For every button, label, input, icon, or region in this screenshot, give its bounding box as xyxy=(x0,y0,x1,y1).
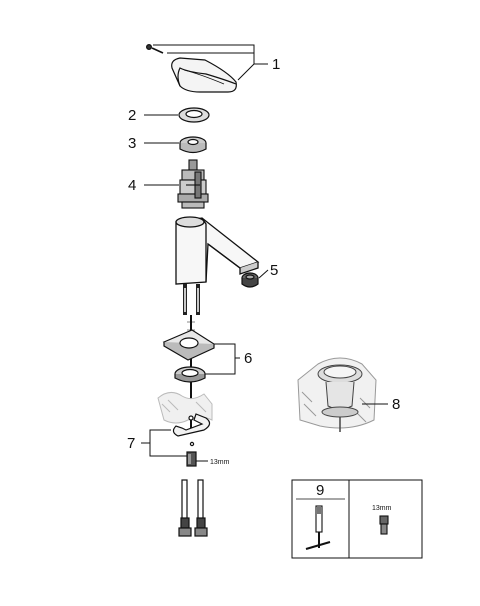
tools-inset-box: 9 13mm xyxy=(291,479,423,559)
callout-6-leader xyxy=(205,343,240,375)
wrench-size-label: 13mm xyxy=(210,459,230,466)
socket-13mm-tool xyxy=(379,515,389,535)
part-8-pop-up-waste xyxy=(297,357,377,432)
callout-2-label: 2 xyxy=(128,107,136,124)
part-6-base-gasket xyxy=(162,329,216,383)
callout-8-label: 8 xyxy=(392,396,400,413)
part-3-cartridge-nut xyxy=(179,136,207,154)
inset-wrench-size-label: 13mm xyxy=(372,505,392,512)
callout-3-label: 3 xyxy=(128,135,136,152)
callout-4-label: 4 xyxy=(128,177,136,194)
callout-6-label: 6 xyxy=(244,350,252,367)
part-1-lever-handle xyxy=(146,43,237,93)
callout-7-label: 7 xyxy=(127,435,135,452)
part-4-cartridge xyxy=(177,159,209,209)
part-5-aerator xyxy=(241,272,259,288)
callout-1-label: 1 xyxy=(272,56,280,73)
callout-5-leader xyxy=(258,269,269,279)
part-7-mounting-plate xyxy=(172,413,211,467)
callout-1-leader xyxy=(153,44,268,81)
part-2-cover-ring xyxy=(178,107,210,123)
part-9-t-wrench xyxy=(305,505,331,550)
supply-hoses xyxy=(178,479,208,537)
callout-5-label: 5 xyxy=(270,262,278,279)
callout-9-label: 9 xyxy=(316,482,324,499)
callout-7-leader xyxy=(141,429,208,462)
